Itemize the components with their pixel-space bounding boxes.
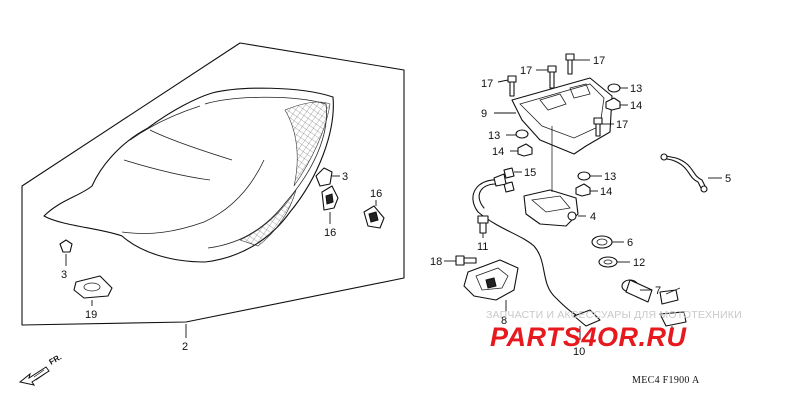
part-16-bracket-left: 16 — [321, 185, 339, 239]
watermark: ЗАПЧАСТИ И АКСЕССУАРЫ ДЛЯ МОТОТЕХНИКИ PA… — [486, 309, 742, 352]
part-1-key — [659, 311, 687, 334]
callout-5: 5 — [725, 173, 731, 185]
part-5-wire: 5 — [660, 153, 731, 193]
part-10-cable: 10 — [472, 173, 601, 358]
part-9-bracket-plate: 9 — [481, 77, 613, 155]
callout-9: 9 — [481, 108, 487, 120]
callout-14-a: 14 — [630, 100, 642, 112]
front-direction-arrow: FR. — [18, 352, 64, 386]
callout-3-lower: 3 — [61, 269, 67, 281]
part-17-bolt-b: 17 — [520, 65, 557, 89]
callout-14-c: 14 — [600, 186, 612, 198]
callout-13-c: 13 — [604, 171, 616, 183]
callout-17-d: 17 — [616, 119, 628, 131]
callout-17-c: 17 — [593, 55, 605, 67]
part-14-nut-b: 14 — [492, 143, 533, 158]
callout-4: 4 — [590, 211, 596, 223]
callout-11: 11 — [477, 241, 488, 253]
part-7-key-cylinder: 7 — [621, 279, 681, 305]
part-6-grommet: 6 — [591, 235, 633, 249]
diagram-code: MEC4 F1900 A — [632, 375, 700, 386]
part-19-cushion: 19 — [73, 275, 113, 321]
part-4-latch: 4 — [523, 126, 596, 227]
part-12-ring: 12 — [598, 256, 645, 269]
callout-19: 19 — [85, 309, 97, 321]
part-17-bolt-c: 17 — [565, 53, 605, 75]
part-13-washer-c: 13 — [577, 171, 616, 183]
part-11-bolt: 11 — [477, 215, 489, 253]
callout-7: 7 — [655, 285, 661, 297]
callout-13-a: 13 — [630, 83, 642, 95]
callout-15: 15 — [524, 167, 536, 179]
callout-17-a: 17 — [481, 78, 493, 90]
part-8-housing: 8 — [463, 259, 519, 327]
callout-16-right: 16 — [370, 188, 382, 200]
part-18-screw: 18 — [430, 255, 477, 268]
callout-18: 18 — [430, 256, 442, 268]
seat-assembly-frame — [21, 42, 405, 326]
callout-13-b: 13 — [488, 130, 500, 142]
callout-17-b: 17 — [520, 65, 532, 77]
callout-16-left: 16 — [324, 227, 336, 239]
part-13-washer-a: 13 — [607, 83, 642, 95]
callout-14-b: 14 — [492, 146, 504, 158]
callout-10: 10 — [573, 346, 585, 358]
part-17-bolt-a: 17 — [481, 75, 517, 97]
part-3-clip-upper: 3 — [315, 167, 348, 187]
front-direction-label: FR. — [48, 352, 64, 366]
part-14-nut-c: 14 — [575, 183, 612, 198]
callout-2-group: 2 — [182, 324, 188, 353]
callout-3-upper: 3 — [342, 171, 348, 183]
seat — [43, 87, 334, 263]
part-13-washer-b: 13 — [488, 129, 529, 142]
watermark-tagline: ЗАПЧАСТИ И АКСЕССУАРЫ ДЛЯ МОТОТЕХНИКИ — [486, 309, 742, 321]
part-14-nut-a: 14 — [605, 97, 642, 112]
watermark-brand: PARTS4OR.RU — [490, 322, 688, 352]
callout-12: 12 — [633, 257, 645, 269]
part-3-clip-lower: 3 — [59, 239, 73, 281]
part-15-clip — [503, 181, 515, 193]
callout-2: 2 — [182, 341, 188, 353]
callout-8: 8 — [501, 315, 507, 327]
part-16-bracket-right: 16 — [363, 188, 385, 229]
part-17-bolt-d: 17 — [593, 117, 628, 137]
part-15-pin: 15 — [503, 167, 536, 179]
callout-6: 6 — [627, 237, 633, 249]
